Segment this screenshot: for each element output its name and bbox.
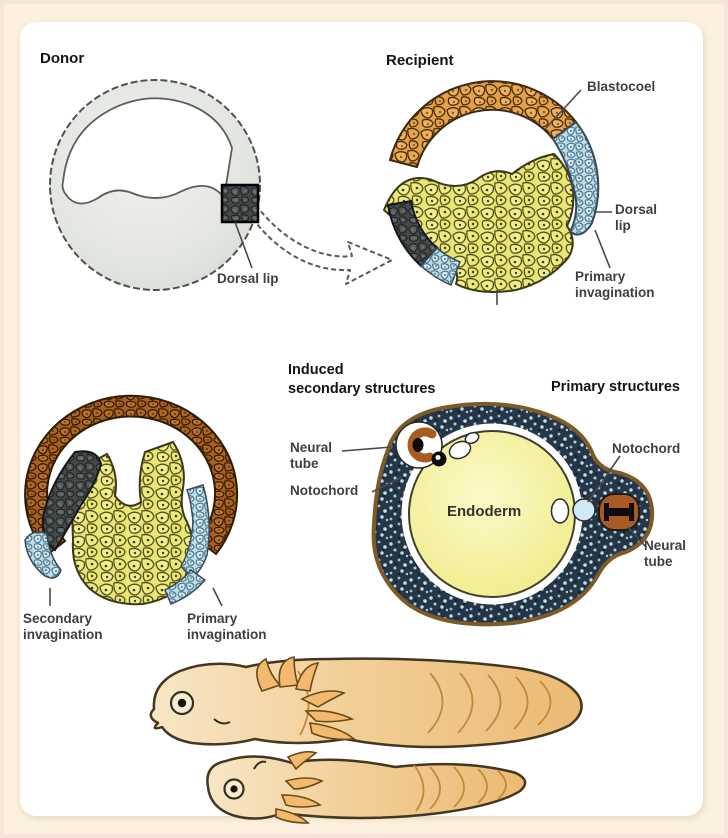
label-line: lip <box>615 218 631 233</box>
donor-title: Donor <box>40 50 85 67</box>
label-line: tube <box>644 554 673 569</box>
induced-structures-title: Induced secondary structures <box>288 361 435 399</box>
label-endoderm: Endoderm <box>447 503 522 520</box>
label-secondary-invagination: Secondary invagination <box>23 611 103 643</box>
label-notochord-left: Notochord <box>290 483 359 498</box>
label-line: Secondary <box>23 611 93 626</box>
label-neural-tube-right: Neural tube <box>644 538 686 570</box>
label-line: invagination <box>23 627 103 642</box>
label-dorsal-lip-donor: Dorsal lip <box>217 271 279 286</box>
label-line: Primary <box>575 269 626 284</box>
label-blastocoel: Blastocoel <box>587 79 656 94</box>
label-line: invagination <box>575 285 655 300</box>
recipient-title: Recipient <box>386 52 454 69</box>
label-line: Induced <box>288 362 344 378</box>
label-neural-tube-left: Neural tube <box>290 440 332 472</box>
label-line: Primary <box>187 611 238 626</box>
primary-structures-title: Primary structures <box>551 379 680 395</box>
label-line: Neural <box>644 538 687 553</box>
label-line: secondary structures <box>288 381 436 397</box>
label-notochord-right: Notochord <box>612 441 681 456</box>
label-line: Dorsal <box>615 202 658 217</box>
label-line: invagination <box>187 627 267 642</box>
label-primary-invagination-recipient: Primary invagination <box>575 269 655 301</box>
figure-panel <box>20 22 703 816</box>
label-primary-invagination-gastrula: Primary invagination <box>187 611 267 643</box>
label-line: Neural <box>290 440 333 455</box>
label-line: tube <box>290 456 319 471</box>
label-dorsal-lip-recipient: Dorsal lip <box>615 202 657 234</box>
